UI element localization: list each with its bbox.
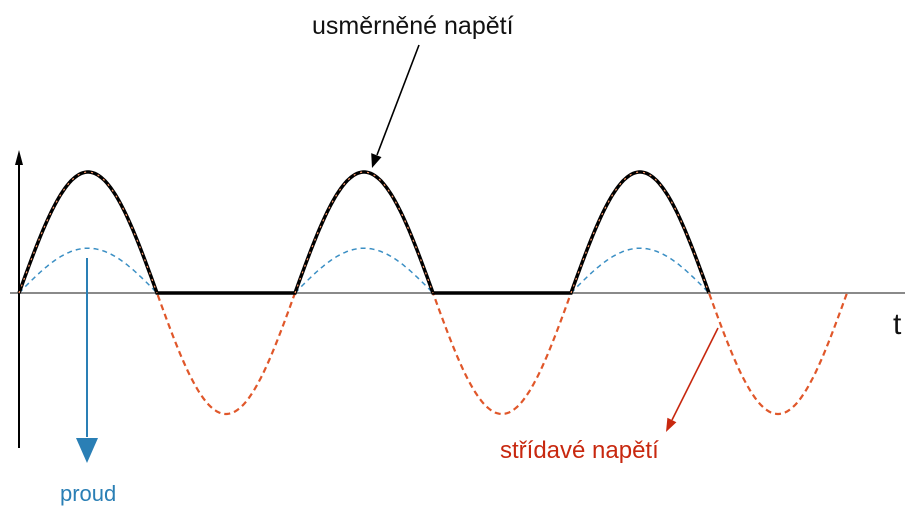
rectified-voltage-label: usměrněné napětí	[312, 12, 514, 40]
rectified-pointer-line	[376, 44, 420, 156]
axes	[10, 150, 905, 448]
vertical-axis-arrowhead	[15, 150, 23, 165]
current-pointer-arrowhead	[76, 438, 98, 463]
alternating-voltage-label: střídavé napětí	[500, 437, 659, 464]
alternating-pointer-arrowhead	[666, 417, 677, 432]
time-axis-label: t	[893, 308, 902, 341]
rectified-voltage-dots	[18, 171, 710, 294]
label-pointers	[76, 44, 719, 463]
rectified-pointer-arrowhead	[371, 153, 382, 168]
rectified-voltage-wave	[17, 170, 711, 295]
current-wave	[18, 247, 710, 294]
current-label: proud	[60, 481, 117, 506]
alternating-pointer-line	[671, 327, 719, 421]
